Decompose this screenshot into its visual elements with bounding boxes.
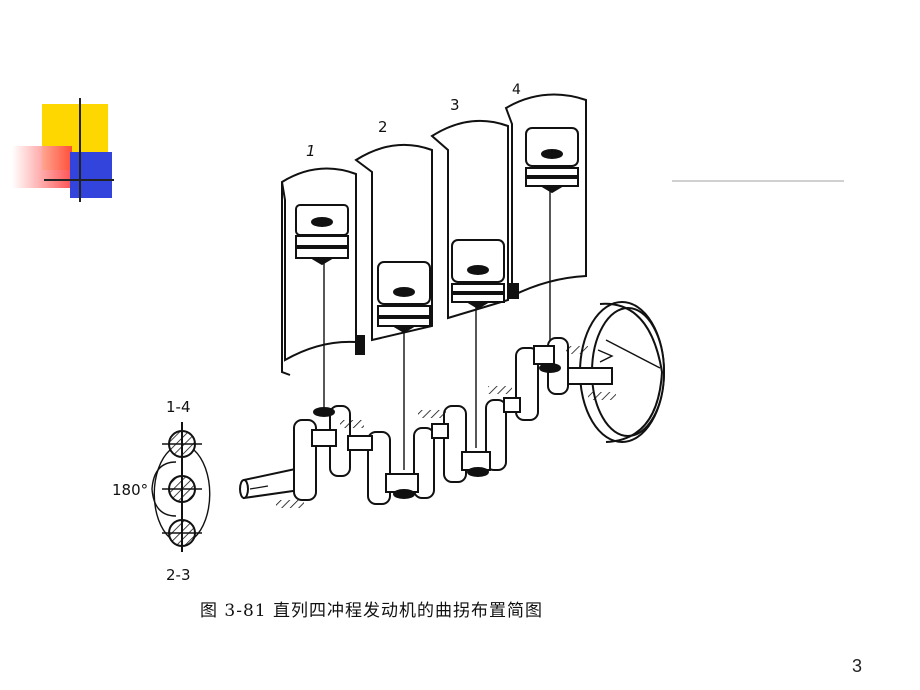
crankshaft	[239, 337, 613, 505]
cylinder-3	[430, 119, 509, 320]
cylinder-label-2: 2	[378, 118, 388, 136]
phase-top-label: 1-4	[166, 398, 191, 416]
phase-bottom-label: 2-3	[166, 566, 191, 584]
decor-rule	[672, 180, 844, 182]
connecting-rods	[323, 190, 551, 470]
decor-vertical-line	[79, 98, 81, 202]
angle-label: 180°	[112, 481, 148, 499]
flywheel	[579, 301, 665, 443]
phase-diagram	[151, 422, 211, 552]
support-hatches	[276, 346, 588, 508]
page-number: 3	[851, 656, 862, 676]
cylinder-1	[280, 167, 365, 376]
cylinder-label-4: 4	[512, 82, 521, 98]
cylinder-label-1: 1	[306, 142, 316, 160]
cylinder-4	[504, 93, 587, 299]
decor-red-square	[12, 146, 72, 188]
figure-caption: 图 3-81 直列四冲程发动机的曲拐布置简图	[200, 601, 543, 621]
cylinder-2	[354, 143, 433, 342]
decor-blue-square	[70, 152, 112, 198]
decor-horizontal-line	[44, 179, 114, 181]
cylinder-label-3: 3	[450, 96, 460, 114]
